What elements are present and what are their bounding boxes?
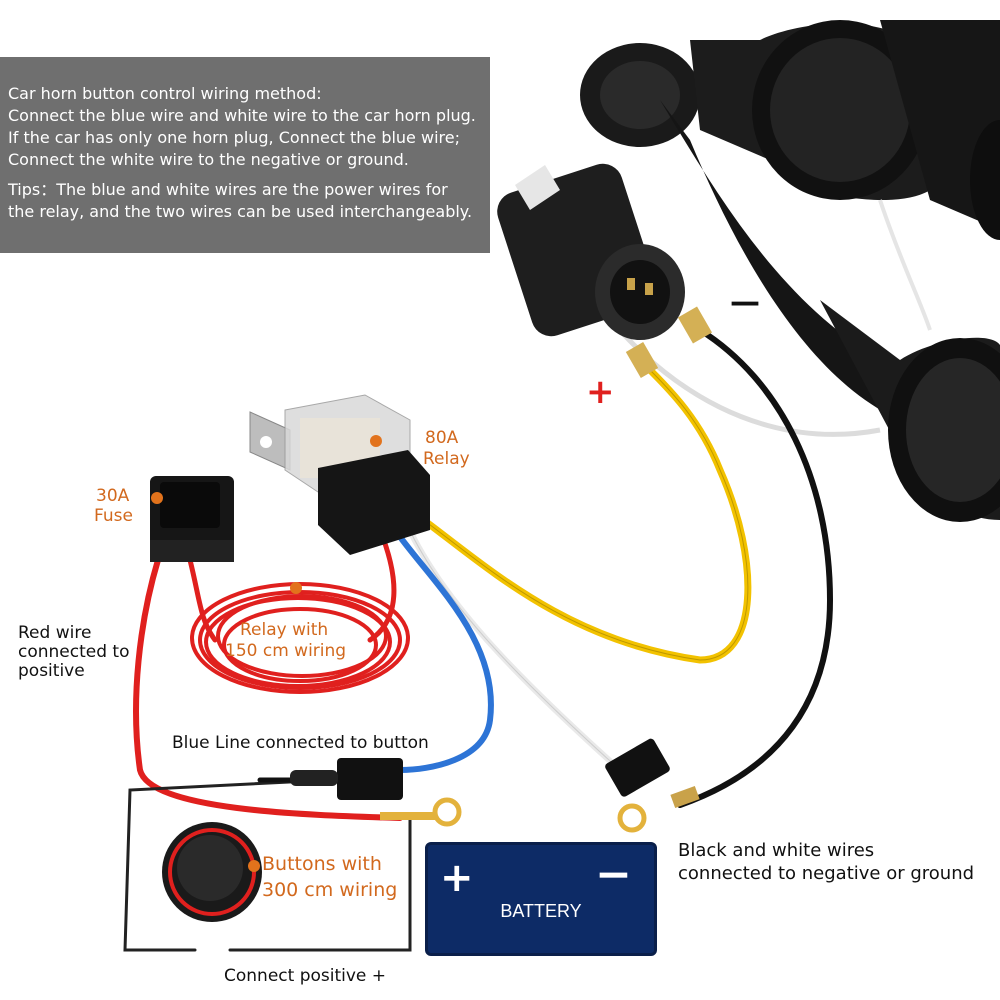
fuse-label-name: Fuse (94, 506, 133, 526)
blue-line-label: Blue Line connected to button (172, 733, 429, 753)
air-horn-trumpets (557, 20, 1000, 522)
relay-80a (249, 394, 430, 555)
red-wire-label-1: Red wire (18, 623, 92, 643)
black-white-label-1: Black and white wires (678, 840, 875, 861)
relay-wiring-marker (290, 582, 302, 594)
instructions-line-2: If the car has only one horn plug, Conne… (8, 128, 460, 147)
instructions-panel: Car horn button control wiring method: C… (0, 57, 490, 253)
instructions-title: Car horn button control wiring method: (8, 84, 322, 103)
tips-line-1: Tips：The blue and white wires are the po… (8, 180, 448, 199)
battery-positive-sign: + (440, 855, 474, 901)
tips-line-2: the relay, and the two wires can be used… (8, 202, 473, 221)
compressor-negative-sign: — (730, 285, 760, 320)
red-wire-label-3: positive (18, 661, 85, 681)
compressor-pump (497, 163, 685, 340)
fuse-holder-30a (150, 476, 234, 562)
battery-negative-sign: − (595, 849, 632, 900)
relay-label-name: Relay (423, 449, 470, 469)
buttons-label-2: 300 cm wiring (262, 879, 398, 901)
connectors (290, 306, 713, 833)
black-white-label-2: connected to negative or ground (678, 863, 975, 884)
instructions-line-3: Connect the white wire to the negative o… (8, 150, 409, 169)
battery-label: BATTERY (500, 901, 582, 921)
fuse-label-rating: 30A (96, 486, 130, 506)
buttons-label-1: Buttons with (262, 853, 382, 875)
instructions-line-1: Connect the blue wire and white wire to … (8, 106, 476, 125)
battery: + − BATTERY (425, 842, 657, 956)
relay-wiring-label-2: 150 cm wiring (225, 641, 347, 661)
compressor-positive-sign: + (586, 372, 615, 412)
relay-label-rating: 80A (425, 428, 459, 448)
relay-wiring-label-1: Relay with (240, 620, 329, 640)
red-wire-label-2: connected to (18, 642, 130, 662)
wiring (123, 327, 834, 952)
horn-push-button (162, 822, 262, 922)
connect-positive-label: Connect positive + (224, 966, 387, 986)
